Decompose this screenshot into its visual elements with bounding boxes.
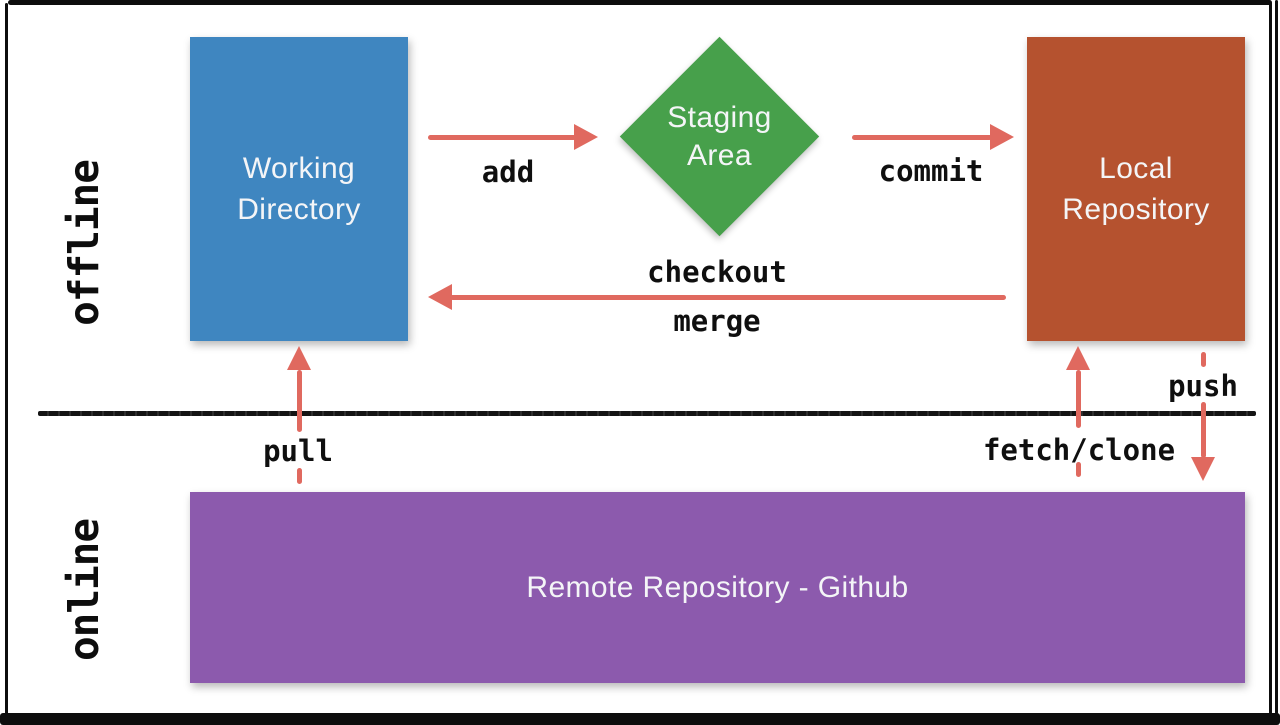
local-repository-label-line1: Local	[1099, 152, 1173, 185]
commit-command-label: commit	[878, 154, 984, 188]
offline-section-label: offline	[60, 160, 108, 326]
add-command-label: add	[481, 155, 535, 189]
fetch-clone-arrow-line	[1076, 370, 1081, 428]
staging-area-label-line1: Staging	[667, 100, 772, 134]
working-directory-label-line1: Working	[242, 152, 356, 185]
remote-repository-node: Remote Repository - Github	[190, 492, 1245, 683]
pull-arrowhead-icon	[287, 346, 311, 370]
checkout-merge-arrowhead-icon	[428, 284, 452, 310]
local-repository-node: Local Repository	[1027, 37, 1245, 341]
add-arrow-line	[428, 135, 576, 140]
push-arrowhead-icon	[1191, 457, 1215, 481]
push-arrow-line	[1201, 402, 1206, 458]
frame-border-right-inner	[1269, 2, 1272, 714]
local-repository-label-line2: Repository	[1062, 193, 1210, 226]
staging-area-label: Staging Area	[649, 66, 790, 207]
working-directory-node: Working Directory	[190, 37, 408, 341]
offline-online-divider	[38, 411, 1256, 416]
merge-command-label: merge	[673, 304, 761, 338]
frame-border-left	[5, 3, 8, 715]
pull-arrow-dash	[297, 468, 302, 484]
remote-repository-label: Remote Repository - Github	[526, 571, 909, 604]
frame-border-top	[8, 0, 1272, 5]
pull-command-label: pull	[263, 434, 333, 468]
commit-arrowhead-icon	[990, 124, 1014, 150]
staging-area-label-line2: Area	[687, 138, 752, 172]
push-command-label: push	[1168, 369, 1238, 403]
staging-area-node: Staging Area	[619, 36, 820, 237]
fetch-clone-command-label: fetch/clone	[982, 433, 1176, 467]
push-arrow-dash	[1201, 352, 1206, 367]
frame-border-bottom	[0, 713, 1280, 725]
add-arrowhead-icon	[574, 124, 598, 150]
frame-border-right-outer	[1275, 0, 1278, 714]
fetch-clone-arrow-dash	[1076, 462, 1081, 477]
fetch-clone-arrowhead-icon	[1066, 346, 1090, 370]
checkout-command-label: checkout	[647, 255, 787, 289]
commit-arrow-line	[852, 135, 992, 140]
working-directory-label-line2: Directory	[237, 193, 361, 226]
pull-arrow-line	[297, 370, 302, 432]
online-section-label: online	[60, 518, 108, 662]
checkout-merge-arrow-line	[450, 295, 1006, 300]
